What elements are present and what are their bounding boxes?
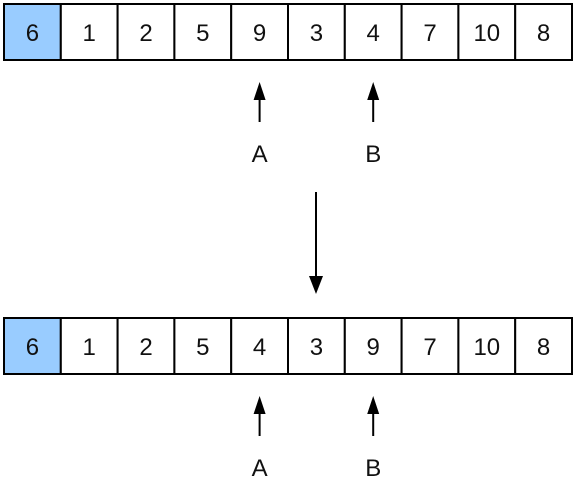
- before-cell-value-3: 5: [196, 20, 209, 47]
- after-cell-9: [514, 317, 574, 375]
- after-pointer-arrowhead-a: [253, 396, 266, 414]
- after-cell-3: [173, 317, 233, 375]
- after-cell-2: [116, 317, 176, 375]
- after-cell-4: [230, 317, 289, 375]
- before-cell-2: [116, 3, 176, 61]
- before-cell-0: [3, 3, 62, 61]
- before-cell-7: [400, 3, 460, 61]
- after-cell-value-1: 1: [83, 334, 96, 361]
- after-cell-value-9: 8: [537, 334, 550, 361]
- after-cell-value-4: 4: [253, 334, 266, 361]
- after-cell-value-6: 9: [367, 334, 380, 361]
- after-cell-8: [457, 317, 517, 375]
- after-cell-value-5: 3: [310, 334, 323, 361]
- after-cell-7: [400, 317, 460, 375]
- before-cell-5: [287, 3, 346, 61]
- before-cell-value-6: 4: [367, 20, 380, 47]
- before-pointer-label-b: B: [365, 141, 381, 168]
- before-cell-value-0: 6: [26, 20, 39, 47]
- after-pointer-label-b: B: [365, 455, 381, 482]
- before-cell-1: [59, 3, 119, 61]
- before-cell-value-5: 3: [310, 20, 323, 47]
- after-pointer-label-a: A: [252, 455, 268, 482]
- before-cell-value-1: 1: [83, 20, 96, 47]
- after-cell-value-2: 2: [139, 334, 152, 361]
- after-cell-6: [343, 317, 403, 375]
- after-cell-0: [3, 317, 62, 375]
- after-cell-value-8: 10: [473, 334, 500, 361]
- before-cell-6: [343, 3, 403, 61]
- before-cell-value-2: 2: [139, 20, 152, 47]
- before-cell-value-4: 9: [253, 20, 266, 47]
- after-cell-value-3: 5: [196, 334, 209, 361]
- after-cell-value-7: 7: [423, 334, 436, 361]
- before-pointer-label-a: A: [252, 141, 268, 168]
- before-pointer-arrowhead-a: [253, 82, 266, 100]
- before-cell-value-8: 10: [473, 20, 500, 47]
- before-cell-value-7: 7: [423, 20, 436, 47]
- before-cell-4: [230, 3, 289, 61]
- before-cell-value-9: 8: [537, 20, 550, 47]
- after-cell-value-0: 6: [26, 334, 39, 361]
- transition-arrow-head: [309, 276, 323, 294]
- before-cell-9: [514, 3, 574, 61]
- after-cell-1: [59, 317, 119, 375]
- array-before: 6 1 2 5 9 3 4 7 10 8: [3, 3, 574, 61]
- after-pointer-arrowhead-b: [367, 396, 380, 414]
- before-pointer-arrowhead-b: [367, 82, 380, 100]
- array-after: 6 1 2 5 4 3 9 7 10 8: [3, 317, 574, 375]
- before-cell-8: [457, 3, 517, 61]
- after-cell-5: [287, 317, 346, 375]
